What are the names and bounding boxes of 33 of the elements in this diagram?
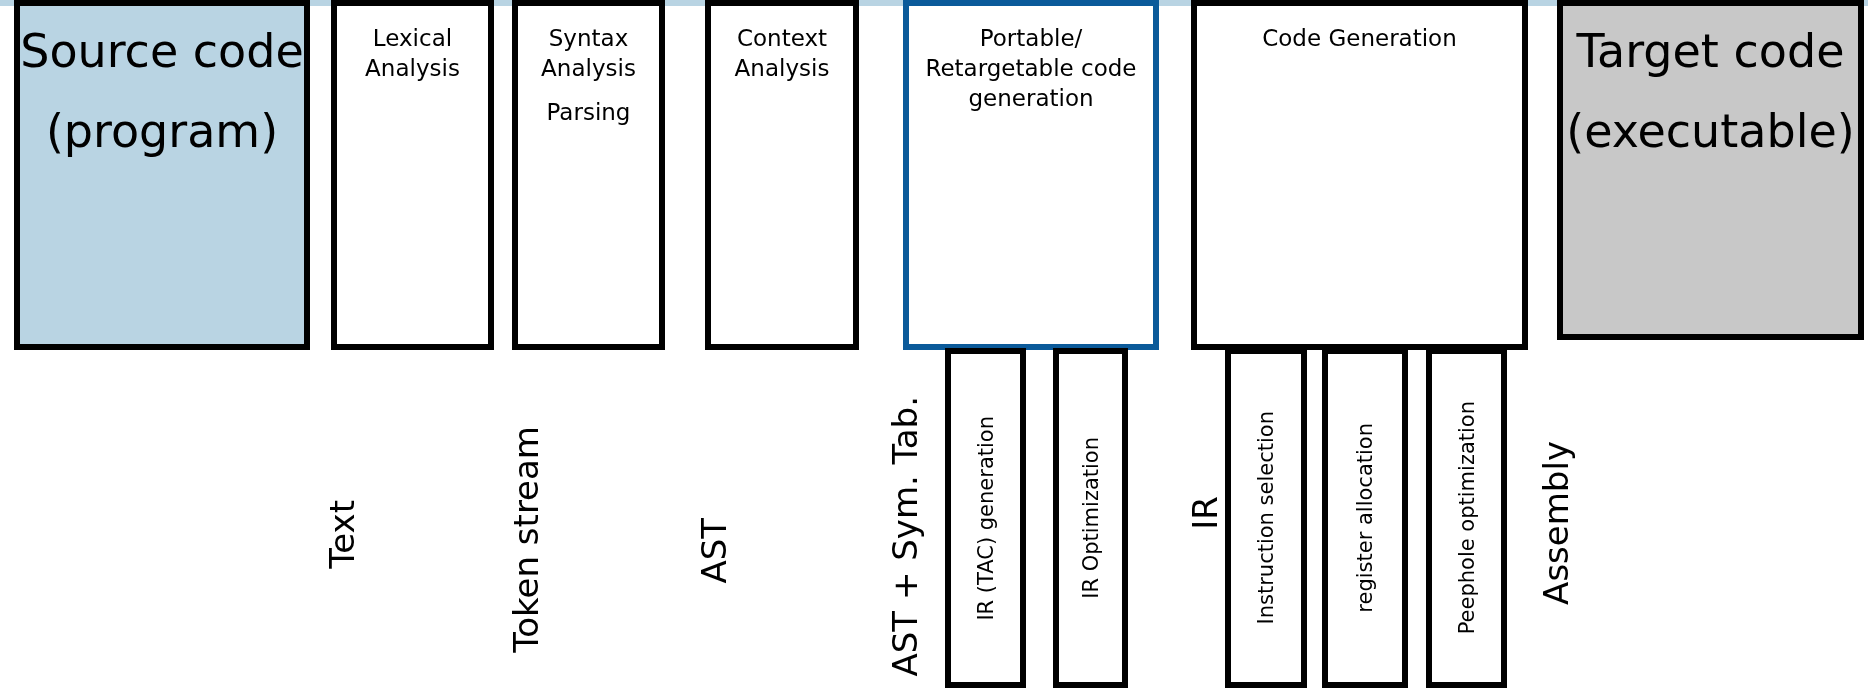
data-format-label: AST: [694, 518, 734, 584]
box-title: Target code: [1576, 23, 1845, 80]
subphase-box: [1225, 348, 1307, 688]
box-subtitle: (program): [45, 103, 279, 161]
terminal-box: [14, 0, 310, 350]
data-format-label: AST + Sym. Tab.: [885, 396, 925, 677]
box-title: Lexical Analysis: [364, 24, 461, 83]
data-format-label: Assembly: [1536, 441, 1576, 605]
subphase-box: [1426, 348, 1507, 688]
phase-box: [512, 0, 665, 350]
data-format-label: IR: [1185, 496, 1225, 530]
box-title: IR Optimization: [1078, 437, 1103, 599]
box-title: Syntax Analysis: [540, 24, 637, 83]
terminal-box: [1557, 0, 1864, 340]
box-title: Instruction selection: [1254, 411, 1278, 625]
box-title: IR (TAC) generation: [973, 415, 998, 621]
phase-box: [903, 0, 1159, 350]
subphase-box: [1322, 348, 1408, 688]
data-format-label: Text: [322, 500, 362, 569]
subphase-box: [1053, 348, 1128, 688]
data-format-label: Token stream: [506, 426, 546, 653]
phase-box: [1191, 0, 1528, 350]
box-title: Source code: [20, 23, 304, 80]
subphase-box: [945, 348, 1026, 688]
box-title: Code Generation: [1262, 24, 1457, 53]
box-title: Portable/ Retargetable code generation: [924, 24, 1138, 113]
box-subtitle: Parsing: [546, 97, 631, 127]
box-subtitle: (executable): [1566, 103, 1855, 161]
box-title: Peephole optimization: [1454, 401, 1479, 635]
phase-box: [705, 0, 859, 350]
box-title: register allocation: [1353, 423, 1377, 613]
phase-box: [331, 0, 494, 350]
box-title: Context Analysis: [733, 24, 831, 83]
